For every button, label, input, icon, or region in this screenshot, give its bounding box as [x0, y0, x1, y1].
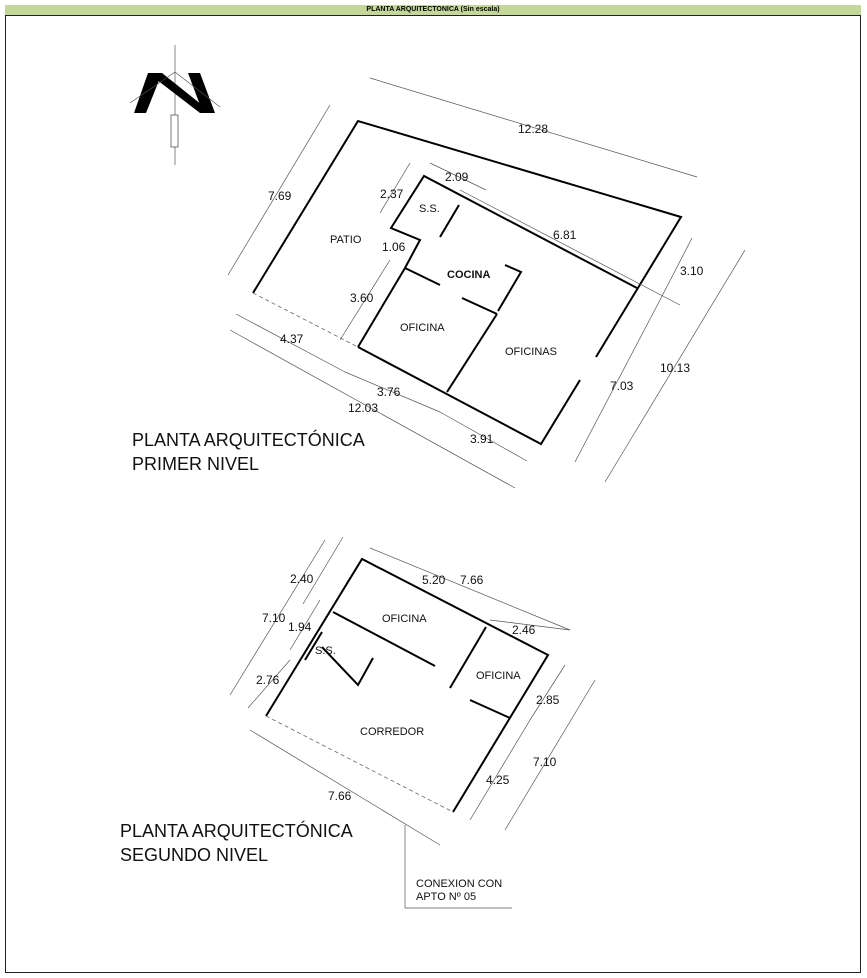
room-label: PATIO — [330, 234, 362, 246]
dim-label: 12.03 — [348, 401, 378, 415]
dim-label: 2.85 — [536, 693, 560, 707]
dim-label: 1.06 — [382, 240, 406, 254]
dim-label: 6.81 — [553, 228, 577, 242]
dim-label: 3.10 — [680, 264, 704, 278]
dim-label: 5.20 — [422, 573, 446, 587]
dim-label: 1.94 — [288, 620, 312, 634]
sheet-header: PLANTA ARQUITECTONICA (Sin escala) — [5, 5, 861, 16]
plan-subtitle: PRIMER NIVEL — [132, 454, 259, 474]
dim-label: 7.69 — [268, 189, 292, 203]
dim-label: 7.10 — [262, 611, 286, 625]
connection-note: APTO Nº 05 — [416, 891, 476, 903]
dim-label: 7.03 — [610, 379, 634, 393]
plan-segundo-nivel: 2.40 5.20 7.66 7.10 1.94 2.46 2.76 2.85 … — [120, 536, 596, 909]
room-label: OFICINA — [476, 670, 521, 682]
room-label: OFICINAS — [505, 346, 557, 358]
dim-label: 4.25 — [486, 773, 510, 787]
room-label: COCINA — [447, 269, 490, 281]
plan-title: PLANTA ARQUITECTÓNICA — [132, 429, 365, 450]
dim-label: 2.09 — [445, 170, 469, 184]
dim-label: 3.76 — [377, 385, 401, 399]
room-label: OFICINA — [400, 322, 445, 334]
north-arrow-icon — [129, 45, 221, 165]
plan-primer-nivel: 12.28 7.69 2.37 2.09 6.81 1.06 3.60 4.37… — [132, 77, 746, 489]
connection-note: CONEXION CON — [416, 878, 502, 890]
dim-label: 2.40 — [290, 572, 314, 586]
dim-label: 2.76 — [256, 673, 280, 687]
room-label: S.S. — [419, 203, 440, 215]
dim-label: 7.10 — [533, 755, 557, 769]
dim-label: 2.37 — [380, 187, 404, 201]
dim-label: 7.66 — [328, 789, 352, 803]
plan-title: PLANTA ARQUITECTÓNICA — [120, 820, 353, 841]
dim-label: 10.13 — [660, 361, 690, 375]
dim-label: 3.60 — [350, 291, 374, 305]
dim-label: 7.66 — [460, 573, 484, 587]
room-label: OFICINA — [382, 613, 427, 625]
dim-label: 4.37 — [280, 332, 304, 346]
room-label: CORREDOR — [360, 726, 424, 738]
dim-label: 2.46 — [512, 623, 536, 637]
room-label: S.S. — [315, 645, 336, 657]
dim-label: 3.91 — [470, 432, 494, 446]
dim-label: 12.28 — [518, 122, 548, 136]
plan-subtitle: SEGUNDO NIVEL — [120, 845, 268, 865]
